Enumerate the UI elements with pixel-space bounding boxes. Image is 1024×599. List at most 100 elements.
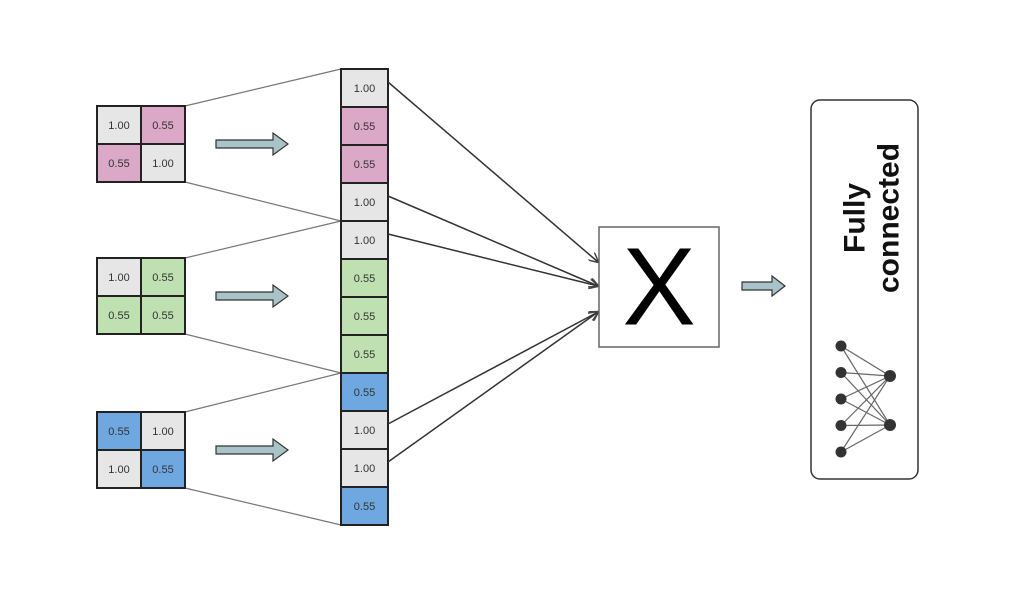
vector-cell: 0.55 (340, 258, 389, 298)
grid-cell: 0.55 (140, 295, 186, 335)
grid-cell-box (140, 105, 186, 145)
block-arrows (215, 131, 290, 463)
grid-cell-box (96, 257, 142, 297)
connection-arrow (387, 81, 598, 262)
vector-cell-value: 0.55 (354, 501, 375, 513)
network-edge (840, 398, 891, 426)
grid-cell: 1.00 (140, 411, 186, 451)
grid-cell-value: 1.00 (108, 464, 129, 476)
vector-cell-box (340, 448, 389, 488)
grid-cell: 1.00 (140, 143, 186, 183)
block-arrow-right-icon (215, 283, 290, 309)
connection-arrows (387, 81, 598, 463)
network-edge (840, 424, 891, 427)
grid-cell-value: 0.55 (108, 426, 129, 438)
vector-cell: 1.00 (340, 448, 389, 488)
grid-cell-box (140, 449, 186, 489)
grid-green: 1.00 0.55 0.55 0.55 (96, 257, 186, 335)
block-arrow-right-icon (215, 437, 290, 463)
network-edge (840, 345, 891, 377)
output-node (884, 370, 896, 382)
vector-cell: 1.00 (340, 182, 389, 222)
vector-cell-value: 1.00 (354, 83, 375, 95)
neural-network-icon (835, 340, 896, 458)
network-edge (840, 371, 891, 377)
vector-cell-value: 0.55 (354, 121, 375, 133)
grid-cell: 0.55 (140, 449, 186, 489)
vector-cell-box (340, 372, 389, 412)
vector-cell: 0.55 (340, 296, 389, 336)
vector-cell: 0.55 (340, 486, 389, 526)
connection-arrow (387, 312, 598, 425)
vector-cell-value: 1.00 (354, 235, 375, 247)
vector-cell-box (340, 68, 389, 108)
vector-cell-box (340, 334, 389, 374)
vector-cell: 1.00 (340, 68, 389, 108)
grid-cell-value: 0.55 (152, 464, 173, 476)
grid-cell-value: 0.55 (152, 272, 173, 284)
network-edge (840, 375, 891, 426)
vector-cell-box (340, 106, 389, 146)
network-edge (840, 372, 891, 426)
grid-cell-box (96, 449, 142, 489)
vector-cell-box (340, 220, 389, 260)
vector-cell-value: 1.00 (354, 463, 375, 475)
grid-cell: 1.00 (96, 449, 142, 489)
output-arrow (741, 274, 786, 298)
operator-label: X (622, 226, 695, 349)
vector-cell-box (340, 486, 389, 526)
funnel-line-bottom (184, 181, 342, 222)
multiply-operator: X (598, 226, 720, 349)
vector-cell: 0.55 (340, 144, 389, 184)
vector-cell: 0.55 (340, 106, 389, 146)
grid-cell-box (140, 411, 186, 451)
grid-cell: 1.00 (96, 257, 142, 297)
network-edge (840, 375, 891, 400)
grid-cell-value: 1.00 (108, 120, 129, 132)
network-edge (840, 375, 891, 453)
network-edge (840, 424, 891, 453)
grid-cell-value: 0.55 (108, 158, 129, 170)
vector-cell: 1.00 (340, 410, 389, 450)
vector-cell-box (340, 144, 389, 184)
fc-frame (810, 99, 919, 480)
grid-cell-box (140, 295, 186, 335)
grid-cell-value: 0.55 (108, 310, 129, 322)
grid-cell-value: 1.00 (152, 426, 173, 438)
funnel-line-top (184, 220, 342, 259)
grid-cell-value: 0.55 (152, 310, 173, 322)
grid-cell-value: 0.55 (152, 120, 173, 132)
output-node (884, 419, 896, 431)
grid-cell: 0.55 (140, 257, 186, 297)
vector-cell: 1.00 (340, 220, 389, 260)
grid-cell: 0.55 (96, 295, 142, 335)
funnel-line-bottom (184, 487, 342, 526)
funnel-line-top (184, 68, 342, 107)
vector-cell-value: 0.55 (354, 349, 375, 361)
funnel-line-top (184, 372, 342, 413)
flattened-vector: 1.00 0.55 0.55 1.00 1.00 0.55 0.55 0.55 0.55 1.00… (340, 68, 389, 526)
vector-cell-value: 0.55 (354, 387, 375, 399)
input-node (835, 393, 847, 405)
vector-cell-value: 0.55 (354, 311, 375, 323)
input-node (835, 420, 847, 431)
grid-cell: 0.55 (96, 411, 142, 451)
vector-cell: 0.55 (340, 372, 389, 412)
grid-cell-box (140, 257, 186, 297)
vector-cell-value: 0.55 (354, 159, 375, 171)
connection-arrow (387, 233, 598, 286)
vector-cell-value: 1.00 (354, 197, 375, 209)
grid-pink: 1.00 0.55 0.55 1.00 (96, 105, 186, 183)
operator-box (598, 226, 720, 348)
grid-blue: 0.55 1.00 1.00 0.55 (96, 411, 186, 489)
input-node (835, 340, 847, 352)
grid-cell: 0.55 (96, 143, 142, 183)
grid-cell: 0.55 (140, 105, 186, 145)
grid-cell-value: 1.00 (152, 158, 173, 170)
grid-cell-box (140, 143, 186, 183)
network-edge (840, 345, 891, 426)
fc-label-line1: Fully (839, 183, 872, 253)
connection-arrow (387, 195, 598, 286)
